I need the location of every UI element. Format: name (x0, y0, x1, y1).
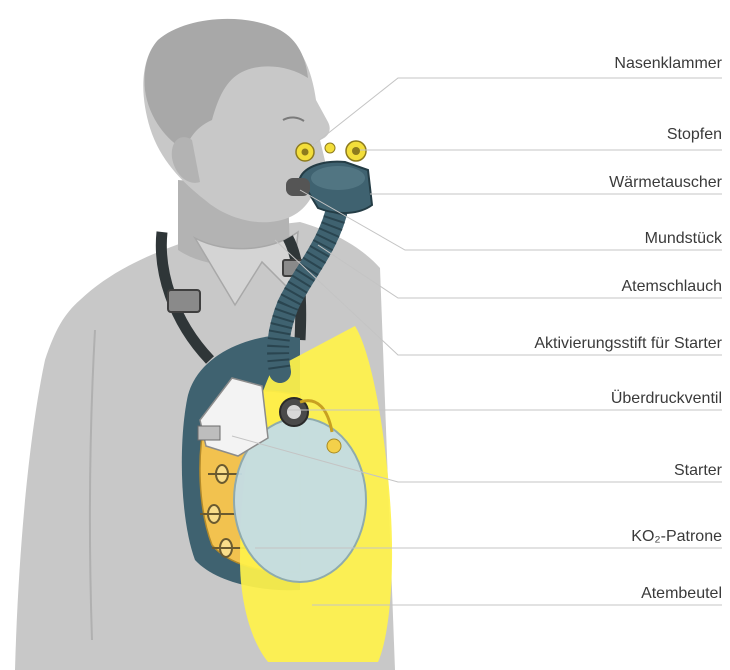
label-atembeutel: Atembeutel (641, 585, 722, 602)
starter-lever (198, 426, 220, 440)
heat-exchanger (300, 162, 372, 213)
labels: Nasenklammer Stopfen Wärmetauscher Munds… (534, 55, 723, 602)
leader-nasenklammer (312, 78, 722, 146)
label-atemschlauch: Atemschlauch (622, 278, 723, 295)
label-ueberdruckventil: Überdruckventil (611, 389, 722, 407)
label-waermetauscher: Wärmetauscher (609, 174, 723, 191)
label-nasenklammer: Nasenklammer (614, 55, 722, 72)
label-stopfen: Stopfen (667, 126, 722, 143)
label-aktivierungsstift: Aktivierungsstift für Starter (534, 335, 722, 352)
label-starter: Starter (674, 462, 723, 479)
strap-buckle (168, 290, 200, 312)
plug (346, 141, 366, 161)
label-ko2-patrone: KO₂-Patrone (631, 528, 722, 545)
label-mundstueck: Mundstück (645, 230, 723, 247)
